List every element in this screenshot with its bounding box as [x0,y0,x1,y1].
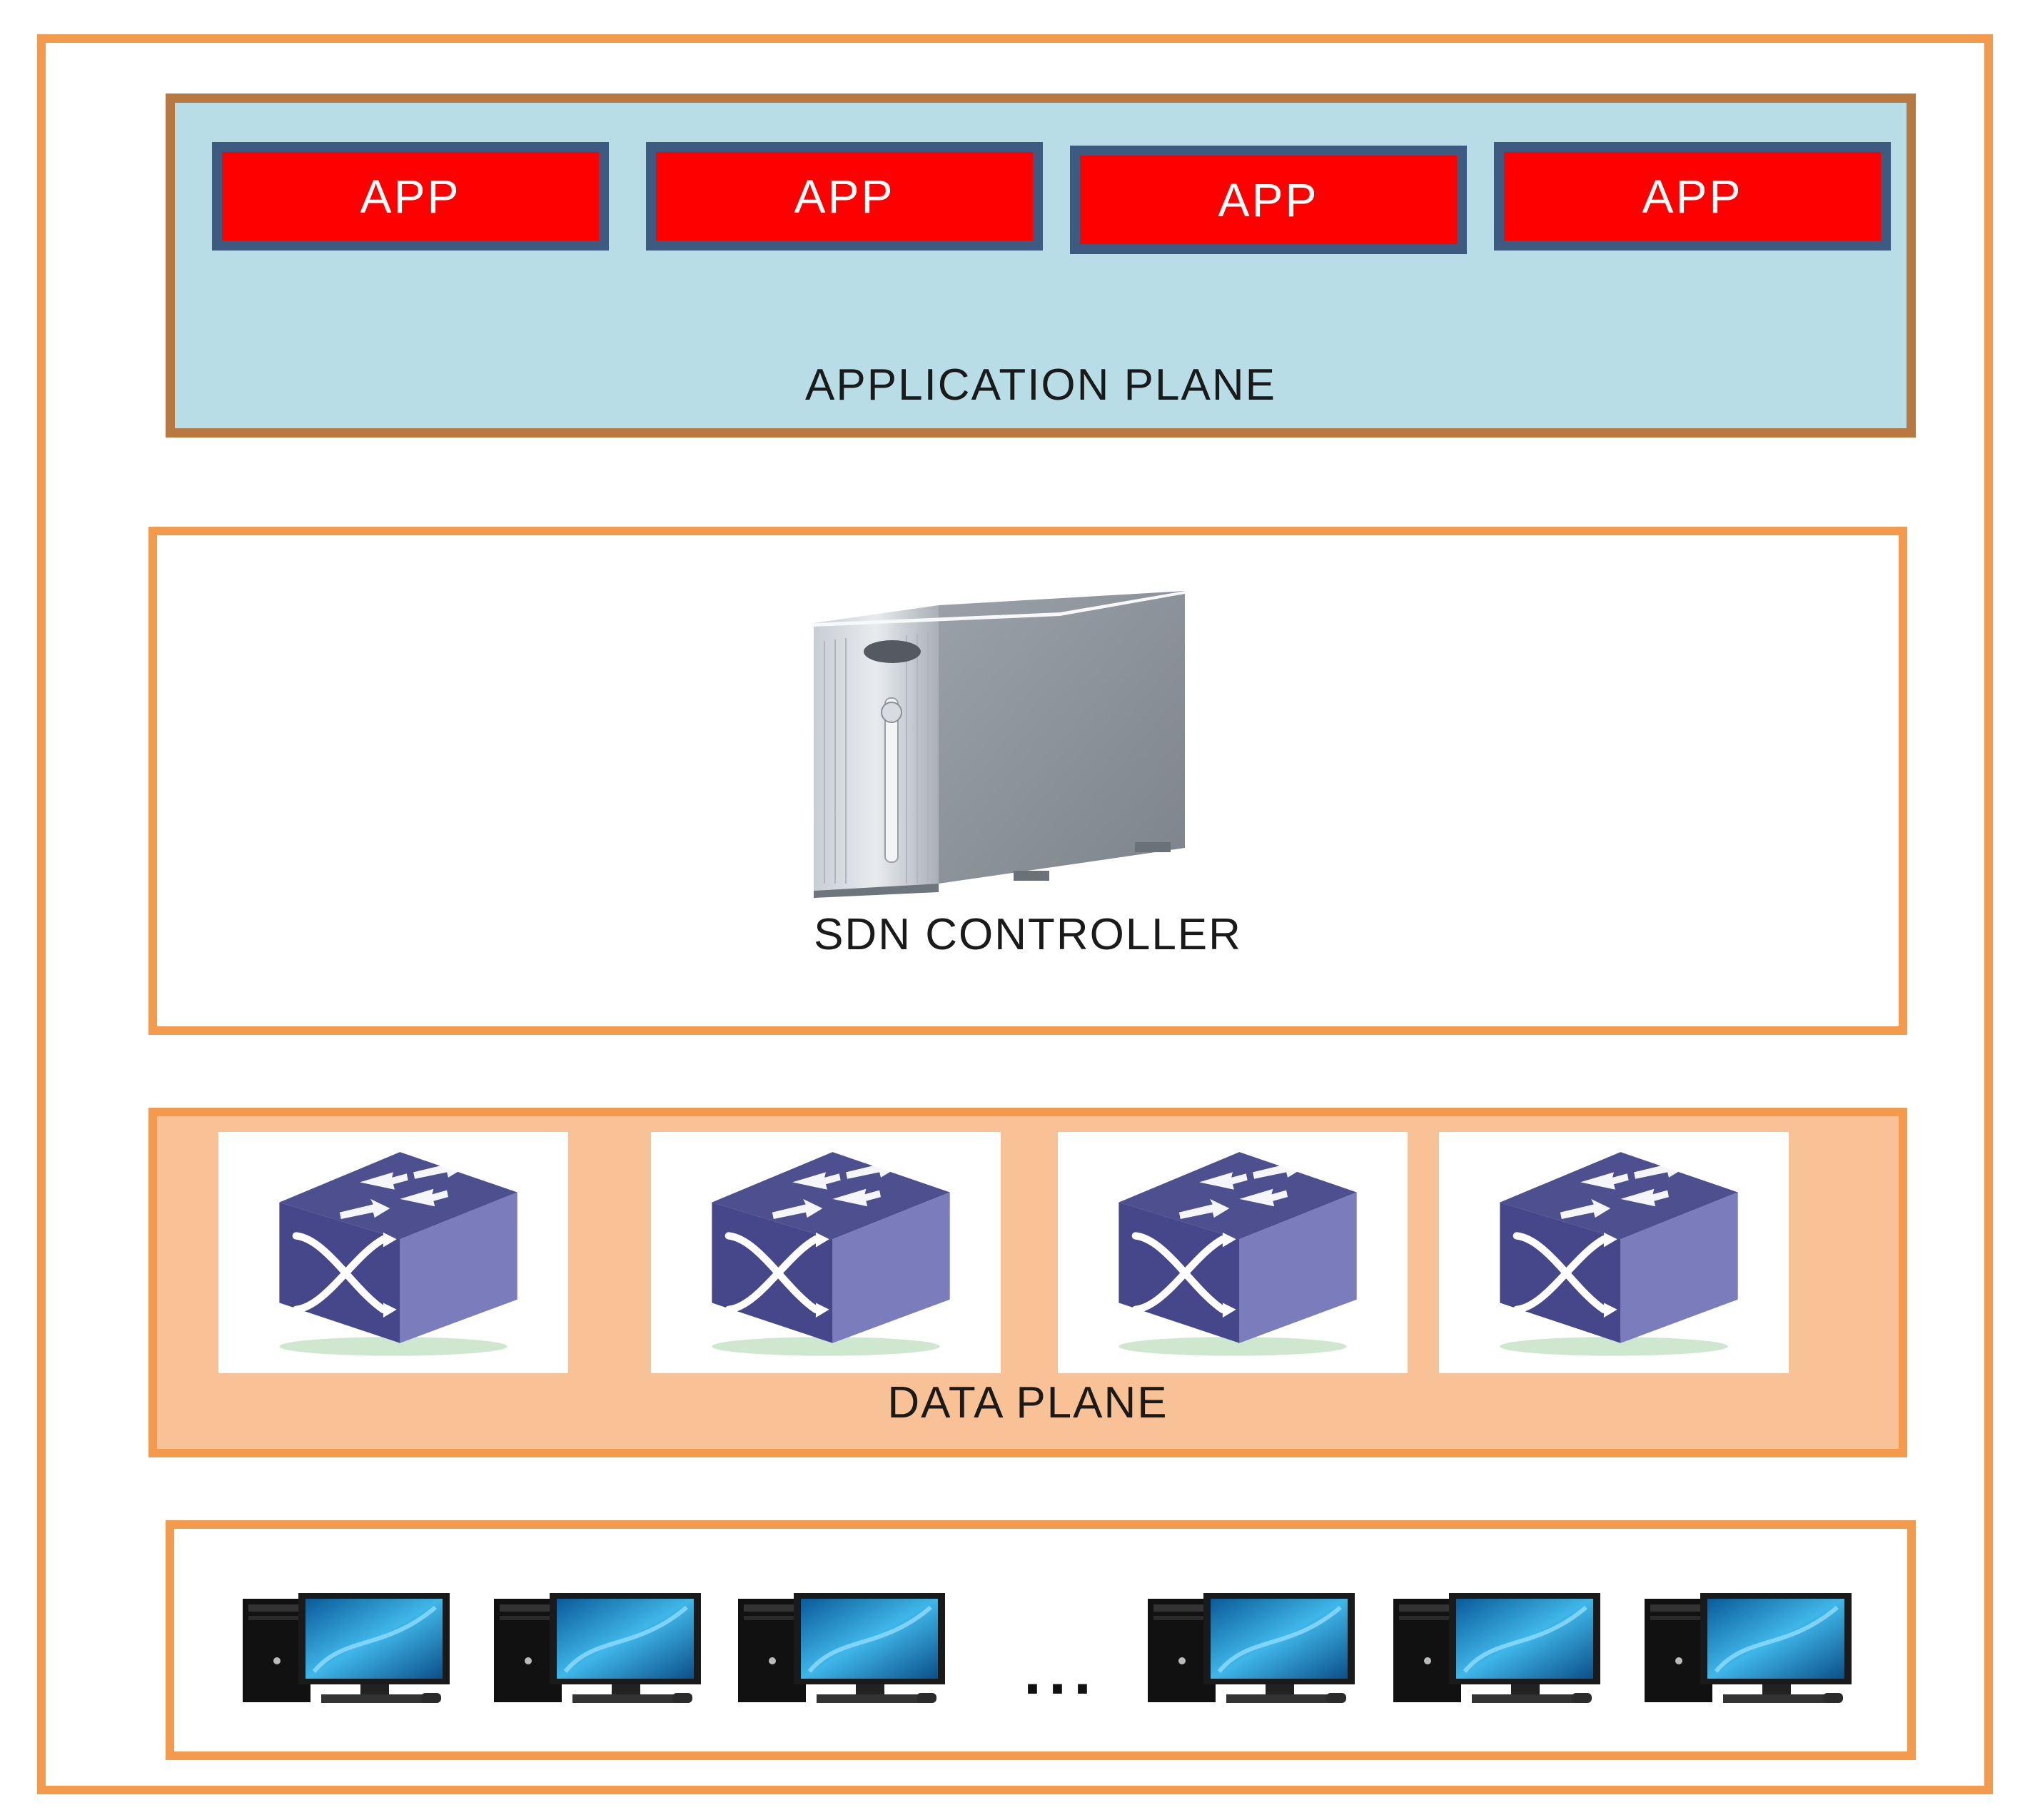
network-switch-icon [651,1132,1001,1373]
more-hosts-ellipsis: ... [1024,1637,1099,1708]
switch-tile-3 [1058,1132,1408,1373]
app-box-1: APP [212,142,609,251]
desktop-computer-icon [243,1593,450,1707]
app-box-2: APP [646,142,1043,251]
desktop-computer-icon [1148,1593,1355,1707]
app-label: APP [1642,170,1743,223]
data-plane: DATA PLANE [148,1108,1907,1457]
application-plane: APP APP APP APP APPLICATION PLANE [166,93,1916,438]
app-box-3: APP [1070,146,1467,254]
network-switch-icon [1439,1132,1789,1373]
sdn-controller-label: SDN CONTROLLER [814,910,1242,959]
control-plane: SDN CONTROLLER [148,527,1907,1035]
desktop-computer-icon [494,1593,701,1707]
switch-tile-2 [651,1132,1001,1373]
switch-tile-1 [218,1132,568,1373]
server-tower-icon [814,591,1185,898]
desktop-computer-icon [1393,1593,1600,1707]
switch-tile-4 [1439,1132,1789,1373]
host-row: ... [166,1520,1916,1760]
network-switch-icon [1058,1132,1408,1373]
app-label: APP [794,170,895,223]
desktop-computer-icon [738,1593,945,1707]
data-plane-label: DATA PLANE [887,1378,1168,1427]
network-switch-icon [218,1132,568,1373]
app-label: APP [1218,173,1319,226]
architecture-frame [37,34,1993,1794]
desktop-computer-icon [1645,1593,1852,1707]
app-box-4: APP [1494,142,1891,251]
app-label: APP [360,170,461,223]
application-plane-label: APPLICATION PLANE [805,360,1276,410]
